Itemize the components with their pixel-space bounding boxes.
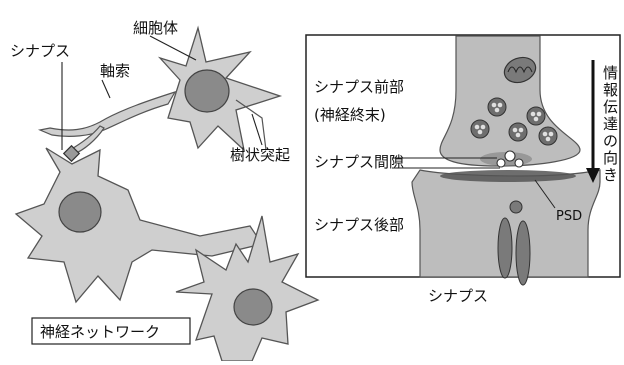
label-synaptic-cleft: シナプス間隙 [314, 153, 404, 171]
label-dendrite: 樹状突起 [230, 146, 290, 164]
axon [40, 92, 175, 136]
neuron-top-nucleus [185, 70, 229, 112]
spine-apparatus-left [498, 218, 512, 278]
neural-network-illustration [16, 28, 318, 361]
direction-char: 伝 [603, 98, 618, 116]
synapse-caption: シナプス [428, 287, 488, 305]
label-postsynaptic: シナプス後部 [314, 216, 404, 234]
direction-char: の [603, 132, 618, 150]
label-axon: 軸索 [100, 62, 130, 80]
postsynaptic-density [440, 170, 576, 182]
spine-apparatus-right [516, 221, 530, 285]
label-presynaptic: シナプス前部 [314, 78, 404, 96]
label-cell-body: 細胞体 [133, 19, 178, 37]
direction-char: き [603, 166, 618, 184]
neuron-left-nucleus [59, 192, 101, 232]
network-caption: 神経ネットワーク [40, 323, 160, 341]
neuron-bottom-nucleus [234, 289, 272, 325]
label-presynaptic-sub: (神経終末) [314, 106, 386, 124]
direction-char: 達 [603, 115, 618, 133]
direction-char: 情 [603, 64, 618, 82]
direction-char: 向 [603, 149, 618, 167]
label-psd: PSD [556, 209, 582, 224]
label-synapse: シナプス [10, 42, 70, 60]
direction-char: 報 [603, 81, 618, 99]
